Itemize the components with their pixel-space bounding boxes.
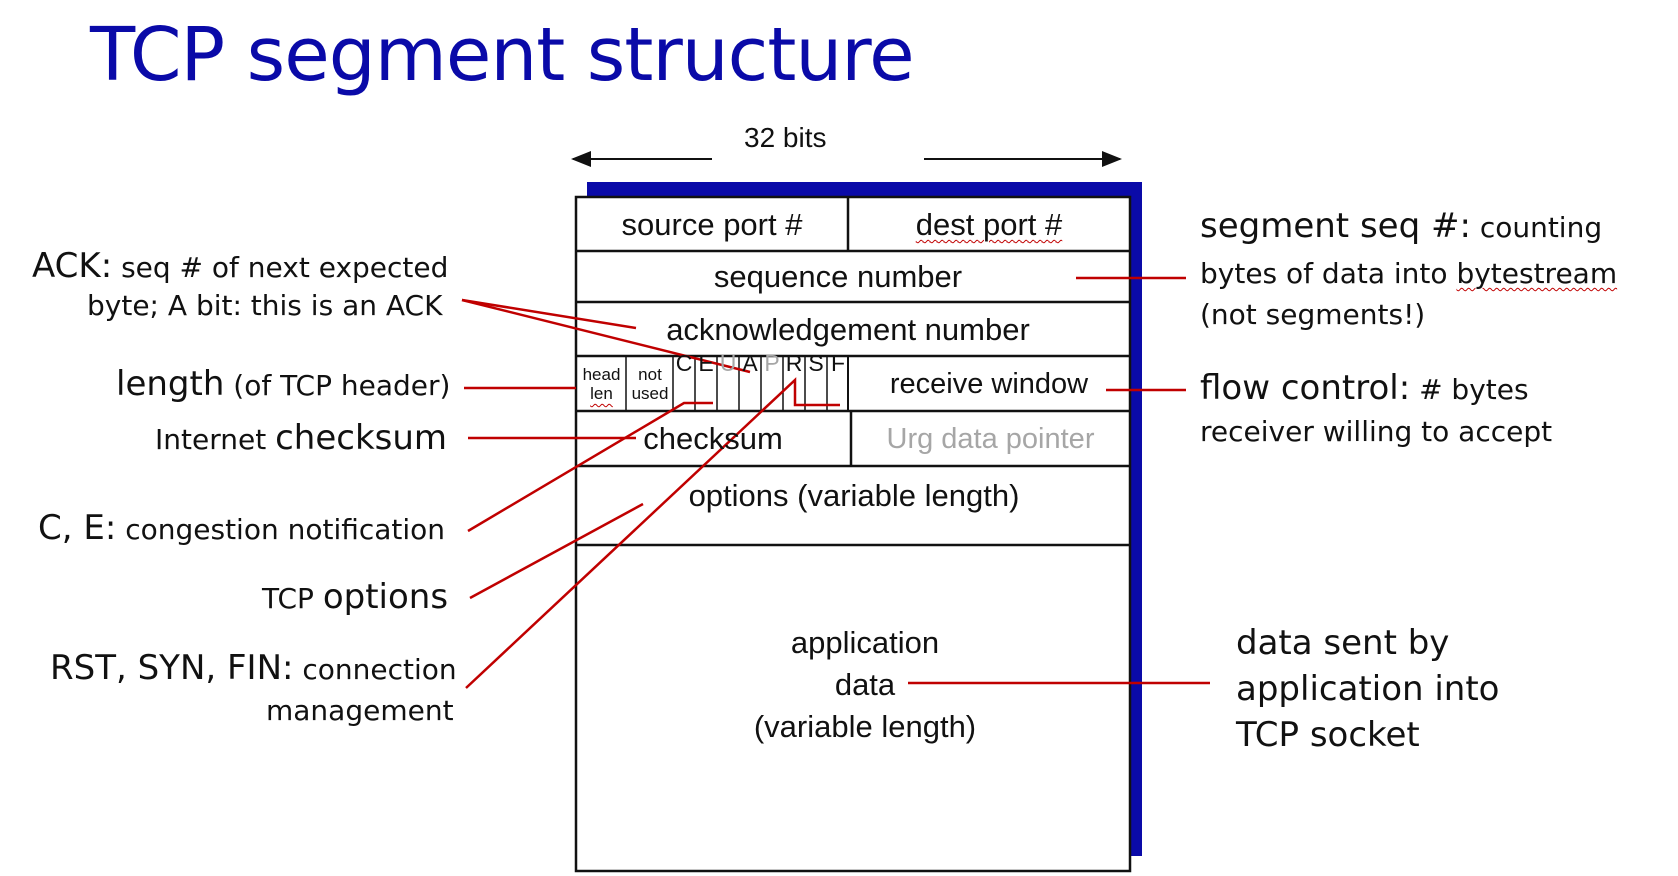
leader-ce (467, 401, 713, 533)
annotation-seq-line3: (not segments!) (1200, 298, 1426, 331)
width-label: 32 bits (744, 122, 827, 153)
leader-rsf (465, 377, 840, 689)
annotation-seq-line2: bytes of data into bytestream (1200, 257, 1617, 290)
ack-line1: seq # of next expected (121, 251, 449, 284)
not-used-line2: used (631, 384, 669, 403)
options-prefix: TCP (262, 582, 314, 615)
annotation-options: TCP options (262, 577, 448, 617)
field-dest-port-label: dest port # (915, 207, 1063, 242)
field-application-data: application data (variable length) (690, 610, 1040, 760)
checksum-prefix: Internet (155, 423, 267, 456)
options-bold: options (322, 577, 449, 617)
slide-title: TCP segment structure (90, 12, 915, 98)
data-line2: application into (1236, 669, 1500, 709)
flag-s: S (808, 350, 824, 376)
annotation-flow: flow control: # bytes (1200, 368, 1529, 408)
field-head-len: head len (578, 360, 625, 408)
annotation-seq: segment seq #: counting (1200, 206, 1602, 246)
flag-r: R (785, 350, 803, 376)
field-not-used: not used (627, 360, 673, 408)
app-data-line2: data (834, 667, 896, 702)
annotation-data: data sent by application into TCP socket (1236, 620, 1499, 758)
ce-rest: congestion notification (125, 513, 446, 546)
flow-rest: # bytes (1419, 373, 1529, 406)
annotation-ack-line2: byte; A bit: this is an ACK (87, 289, 443, 322)
not-used-line1: not (638, 365, 662, 384)
annotation-ack: ACK: seq # of next expected (32, 246, 448, 286)
segment-box (574, 195, 1132, 873)
annotation-rsf-line2: management (266, 694, 454, 727)
rsf-bold: RST, SYN, FIN: (50, 648, 294, 688)
flag-e: E (698, 350, 714, 376)
app-data-line1: application (790, 625, 940, 660)
annotation-length: length (of TCP header) (116, 364, 450, 404)
field-source-port: source port # (621, 207, 803, 242)
length-bold: length (116, 364, 225, 404)
field-dest-port: dest port # (850, 200, 1128, 250)
head-len-line1: head (582, 365, 621, 384)
annotation-ce: C, E: congestion notification (38, 508, 445, 548)
seq-rest: counting (1479, 211, 1603, 244)
seq-bold: segment seq #: (1200, 206, 1471, 246)
field-checksum: checksum (643, 421, 783, 456)
annotation-rsf: RST, SYN, FIN: connection (50, 648, 457, 688)
ack-bold: ACK: (32, 246, 113, 286)
annotation-checksum: Internet checksum (155, 418, 447, 458)
field-ack-number: acknowledgement number (666, 312, 1030, 347)
flow-bold: flow control: (1200, 368, 1411, 408)
leader-ack-2 (461, 298, 751, 374)
seq-line2-b: bytestream (1456, 257, 1618, 290)
leader-options (469, 502, 644, 600)
flag-c: C (675, 350, 693, 376)
checksum-bold: checksum (275, 418, 448, 458)
data-line1: data sent by (1236, 623, 1450, 663)
flag-p: P (764, 350, 780, 376)
field-urg-pointer: Urg data pointer (886, 422, 1095, 455)
seq-line2-a: bytes of data into (1200, 257, 1457, 290)
leader-ack-1 (461, 298, 637, 330)
flag-f: F (830, 350, 846, 376)
field-receive-window: receive window (889, 367, 1089, 400)
head-len-line2: len (590, 384, 613, 403)
rsf-rest: connection (302, 653, 457, 686)
ce-bold: C, E: (38, 508, 117, 548)
data-line3: TCP socket (1236, 715, 1420, 755)
length-rest: (of TCP header) (233, 369, 451, 402)
flag-u: U (719, 350, 737, 376)
annotation-flow-line2: receiver willing to accept (1200, 415, 1553, 448)
app-data-line3: (variable length) (753, 709, 977, 744)
flag-a: A (742, 350, 758, 376)
field-sequence-number: sequence number (713, 259, 963, 294)
field-options: options (variable length) (688, 478, 1020, 513)
